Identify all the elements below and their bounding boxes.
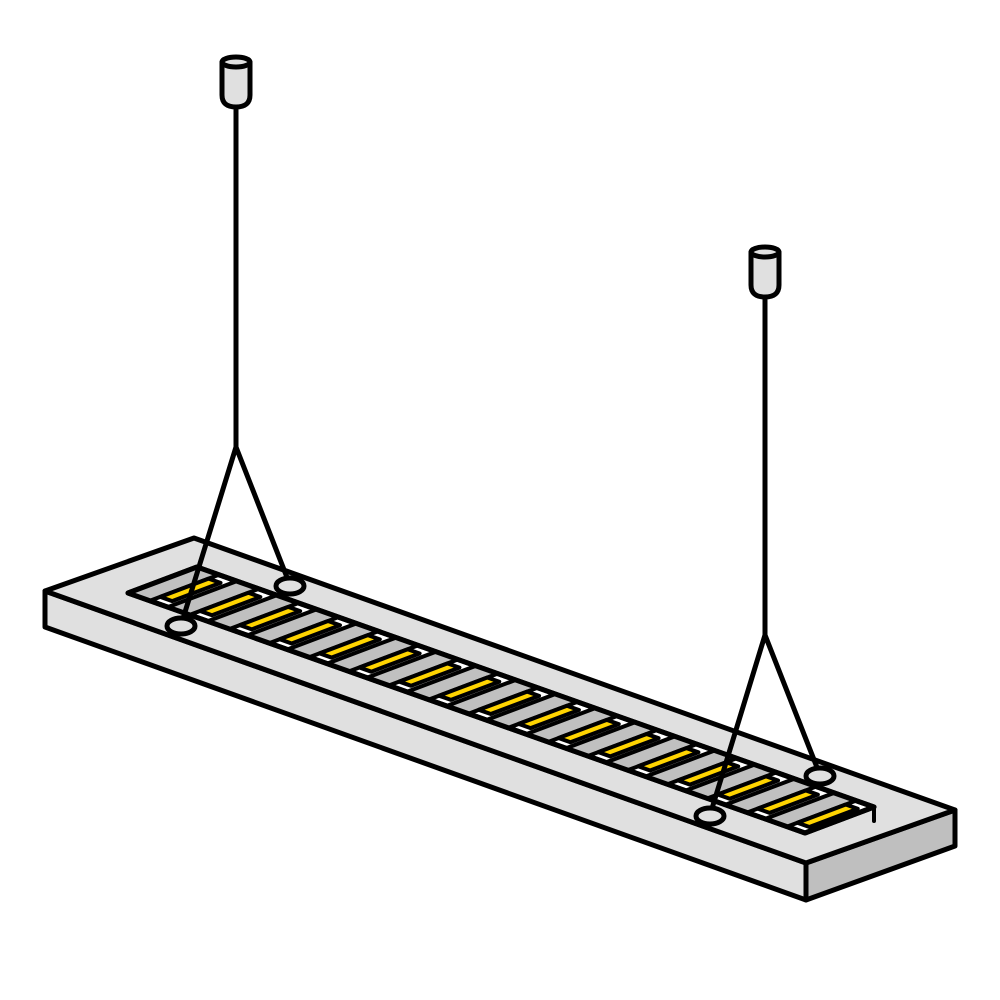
left-suspension [164,54,307,637]
louver-opening-outline [125,564,877,836]
led-strip [556,717,621,745]
led-strip [437,675,502,702]
led-strip [795,802,860,829]
ceiling-canopy-right [748,249,782,300]
led-strip [596,731,661,759]
eyelet-right-front [693,805,727,827]
led-strip [397,661,462,688]
ceiling-canopy-left [219,59,253,110]
led-strip [277,619,342,646]
led-strip [198,590,263,618]
led-strip [636,746,701,773]
led-strip [755,788,820,815]
eyelet-right-back [803,765,837,787]
led-strip [357,647,422,674]
eyelet-left-front [164,615,198,637]
led-strip [715,774,781,801]
led-strip [317,633,382,660]
eyelet-left-back [273,575,307,597]
led-strip [516,703,581,731]
led-strip [237,604,303,632]
right-suspension [693,244,837,827]
led-strip [476,689,542,717]
